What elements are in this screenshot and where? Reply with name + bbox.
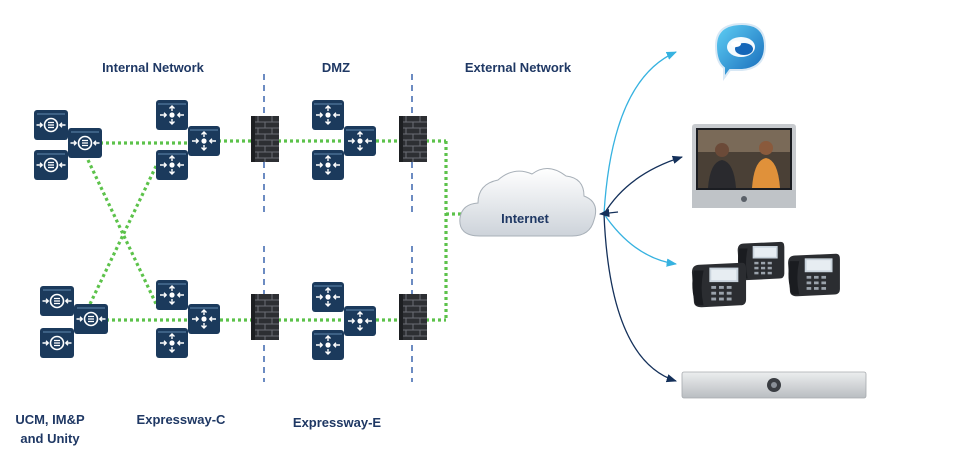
expressway-server-icon	[312, 330, 344, 360]
firewall-icon	[399, 293, 427, 341]
expressway-server-icon	[156, 328, 188, 358]
group-label-expressway-c: Expressway-C	[137, 412, 226, 427]
expressway-c-top	[156, 100, 220, 180]
link-cross-b	[88, 161, 160, 305]
expressway-server-icon	[312, 282, 344, 312]
expressway-server-icon	[156, 280, 188, 310]
group-label-ucm-line1: UCM, IM&P	[15, 412, 85, 427]
arrow-to-phones	[603, 213, 678, 267]
expressway-server-icon	[344, 306, 376, 336]
arrow-to-video-device	[603, 155, 683, 215]
webex-app	[714, 22, 767, 81]
group-label-ucm-line2: and Unity	[20, 431, 80, 446]
ucm-cluster-bottom	[40, 286, 108, 358]
group-label-expressway-e: Expressway-E	[293, 415, 381, 430]
firewall-icon	[399, 115, 427, 163]
arrow-to-room-bar	[603, 213, 677, 383]
expressway-c-bottom	[156, 280, 220, 358]
arrow-origin	[598, 208, 619, 218]
zone-title-dmz: DMZ	[322, 60, 350, 75]
router-icon	[68, 128, 102, 158]
expressway-server-icon	[344, 126, 376, 156]
firewall-icon	[251, 115, 279, 163]
router-icon	[40, 328, 74, 358]
cloud-icon	[459, 168, 597, 237]
expressway-server-icon	[312, 100, 344, 130]
cloud-label: Internet	[501, 211, 549, 226]
zone-title-external: External Network	[465, 60, 572, 75]
firewall-icon	[251, 293, 279, 341]
expressway-server-icon	[156, 100, 188, 130]
router-icon	[74, 304, 108, 334]
router-icon	[34, 150, 68, 180]
router-icon	[34, 110, 68, 140]
ip-phone-icon	[788, 253, 840, 297]
expressway-server-icon	[188, 126, 220, 156]
ip-phones	[691, 241, 840, 308]
zone-title-internal: Internal Network	[102, 60, 205, 75]
network-links	[86, 139, 466, 322]
ucm-cluster-top	[34, 110, 102, 180]
expressway-server-icon	[188, 304, 220, 334]
desk-video-device	[692, 124, 796, 208]
ip-phone-icon	[691, 262, 747, 308]
endpoint-arrows	[598, 51, 683, 383]
arrow-to-webex	[603, 51, 677, 215]
expressway-server-icon	[312, 150, 344, 180]
internet-cloud: Internet	[459, 168, 597, 237]
expressway-server-icon	[156, 150, 188, 180]
room-bar	[681, 371, 867, 399]
router-icon	[40, 286, 74, 316]
